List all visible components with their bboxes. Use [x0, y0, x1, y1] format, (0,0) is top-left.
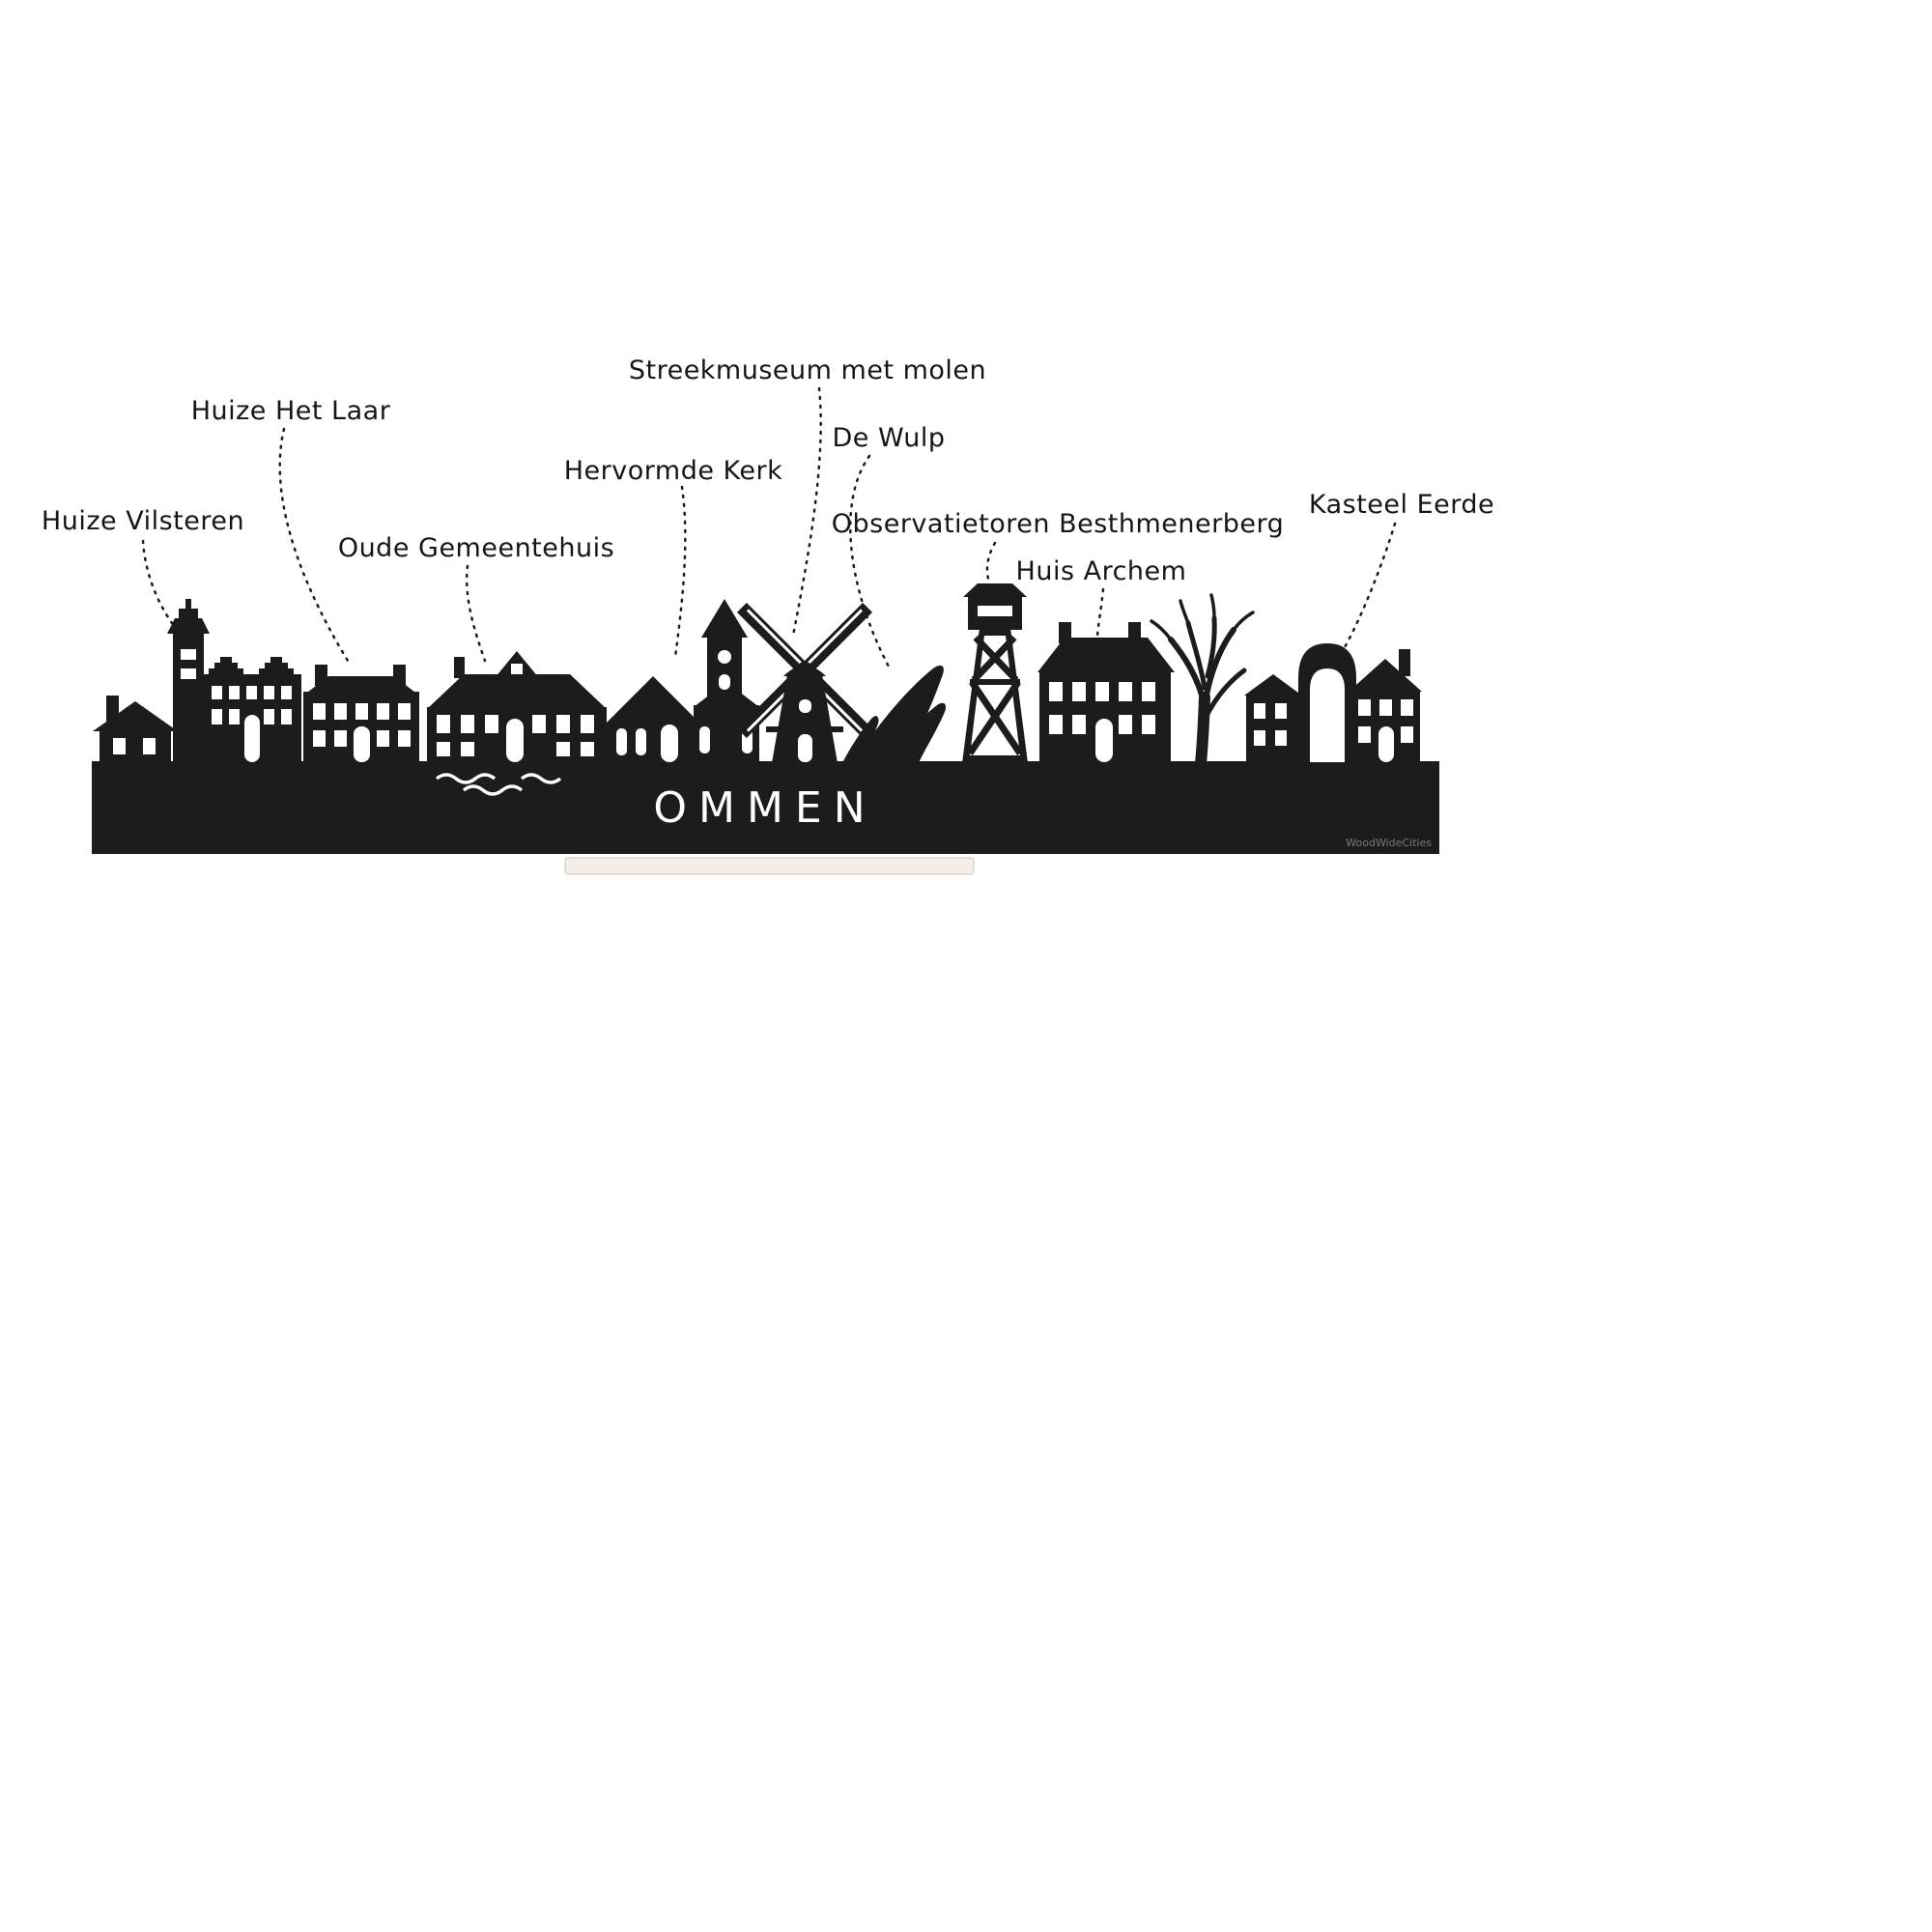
house-left-silhouette — [93, 696, 178, 763]
label-hervormde-kerk: Hervormde Kerk — [563, 456, 783, 486]
leader-hervormde-kerk — [673, 485, 687, 659]
label-huize-vilsteren: Huize Vilsteren — [41, 506, 245, 536]
watermark: WoodWideCities — [1346, 837, 1432, 849]
leader-observatietoren — [985, 541, 997, 589]
label-observatietoren: Observatietoren Besthmenerberg — [831, 509, 1285, 539]
hervormde-kerk-silhouette — [605, 599, 759, 763]
leader-lines — [141, 386, 1397, 668]
leader-huis-archem — [1095, 587, 1105, 638]
water-waves-cutout — [435, 773, 562, 796]
leader-streekmuseum — [791, 386, 822, 638]
label-streekmuseum: Streekmuseum met molen — [628, 355, 987, 385]
leader-kasteel-eerde — [1343, 522, 1397, 649]
huize-vilsteren-silhouette — [167, 599, 301, 763]
de-wulp-silhouette — [842, 665, 947, 763]
label-huis-archem: Huis Archem — [1015, 556, 1187, 586]
oude-gemeentehuis-silhouette — [427, 651, 607, 763]
huis-archem-silhouette — [1037, 622, 1175, 763]
label-oude-gemeentehuis: Oude Gemeentehuis — [337, 533, 615, 563]
kasteel-eerde-silhouette — [1244, 643, 1422, 763]
leader-huize-vilsteren — [141, 539, 174, 625]
display-stand — [564, 857, 975, 875]
label-de-wulp: De Wulp — [832, 423, 946, 453]
observatietoren-silhouette — [962, 583, 1028, 763]
leader-de-wulp — [849, 454, 891, 668]
leader-oude-gemeentehuis — [466, 564, 487, 663]
skyline-base: OMMEN WoodWideCities — [92, 761, 1439, 854]
huize-het-laar-silhouette — [303, 665, 419, 763]
label-huize-het-laar: Huize Het Laar — [190, 396, 391, 426]
label-kasteel-eerde: Kasteel Eerde — [1308, 490, 1495, 520]
bare-tree-silhouette — [1150, 593, 1255, 769]
leader-huize-het-laar — [278, 427, 350, 663]
city-name-cutout: OMMEN — [653, 783, 876, 833]
streekmuseum-molen-silhouette — [736, 602, 873, 763]
